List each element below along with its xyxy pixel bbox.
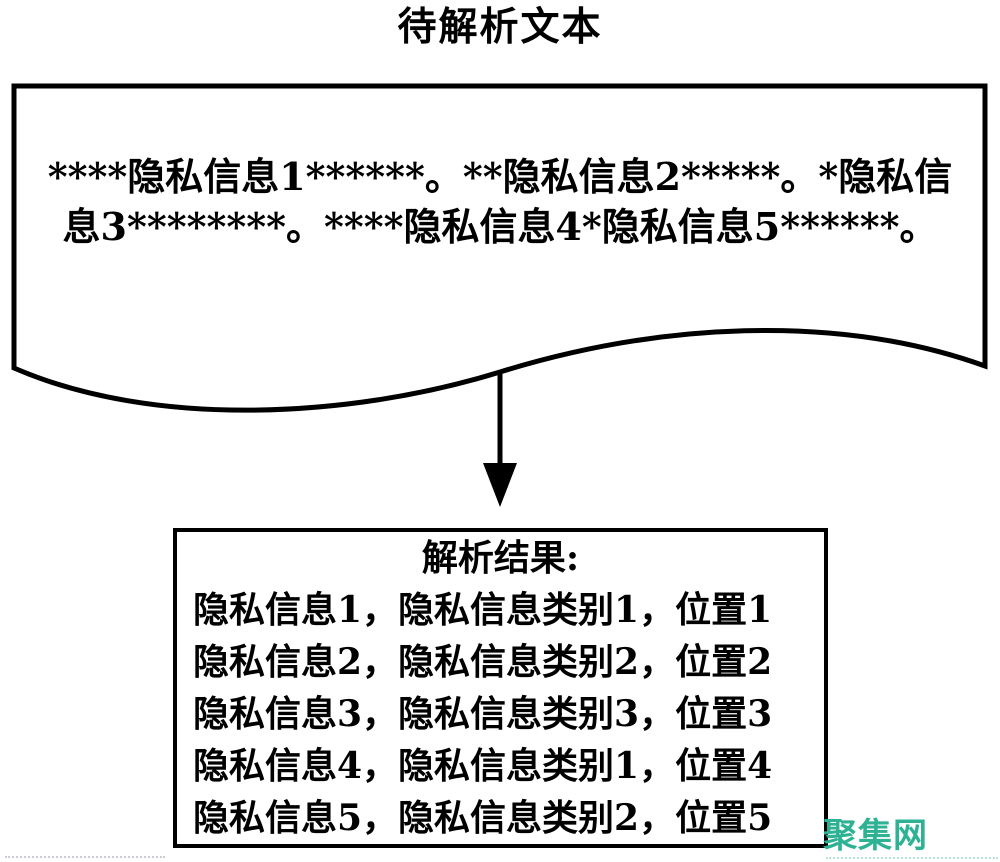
- dotted-decoration-right: [826, 857, 998, 859]
- result-row-5: 隐私信息5，隐私信息类别2，位置5: [193, 797, 773, 839]
- watermark: 聚集网: [823, 816, 928, 856]
- document-text-line-2: 息3********。****隐私信息4*隐私信息5******。: [62, 204, 938, 249]
- document-text-line-1: ****隐私信息1******。**隐私信息2*****。*隐私信: [47, 154, 953, 199]
- flow-arrow: [483, 374, 517, 507]
- result-box-title: 解析结果:: [421, 537, 580, 579]
- dotted-decoration-left: [5, 856, 165, 858]
- diagram-title: 待解析文本: [397, 4, 603, 50]
- document-shape: [11, 83, 988, 413]
- result-row-1: 隐私信息1，隐私信息类别1，位置1: [193, 589, 773, 631]
- result-row-2: 隐私信息2，隐私信息类别2，位置2: [193, 641, 773, 683]
- result-row-4: 隐私信息4，隐私信息类别1，位置4: [193, 745, 773, 787]
- result-row-3: 隐私信息3，隐私信息类别3，位置3: [193, 693, 773, 735]
- result-box: 解析结果: 隐私信息1，隐私信息类别1，位置1 隐私信息2，隐私信息类别2，位置…: [173, 528, 828, 848]
- document-text: ****隐私信息1******。**隐私信息2*****。*隐私信 息3****…: [30, 152, 970, 252]
- flow-arrow-head: [483, 463, 517, 507]
